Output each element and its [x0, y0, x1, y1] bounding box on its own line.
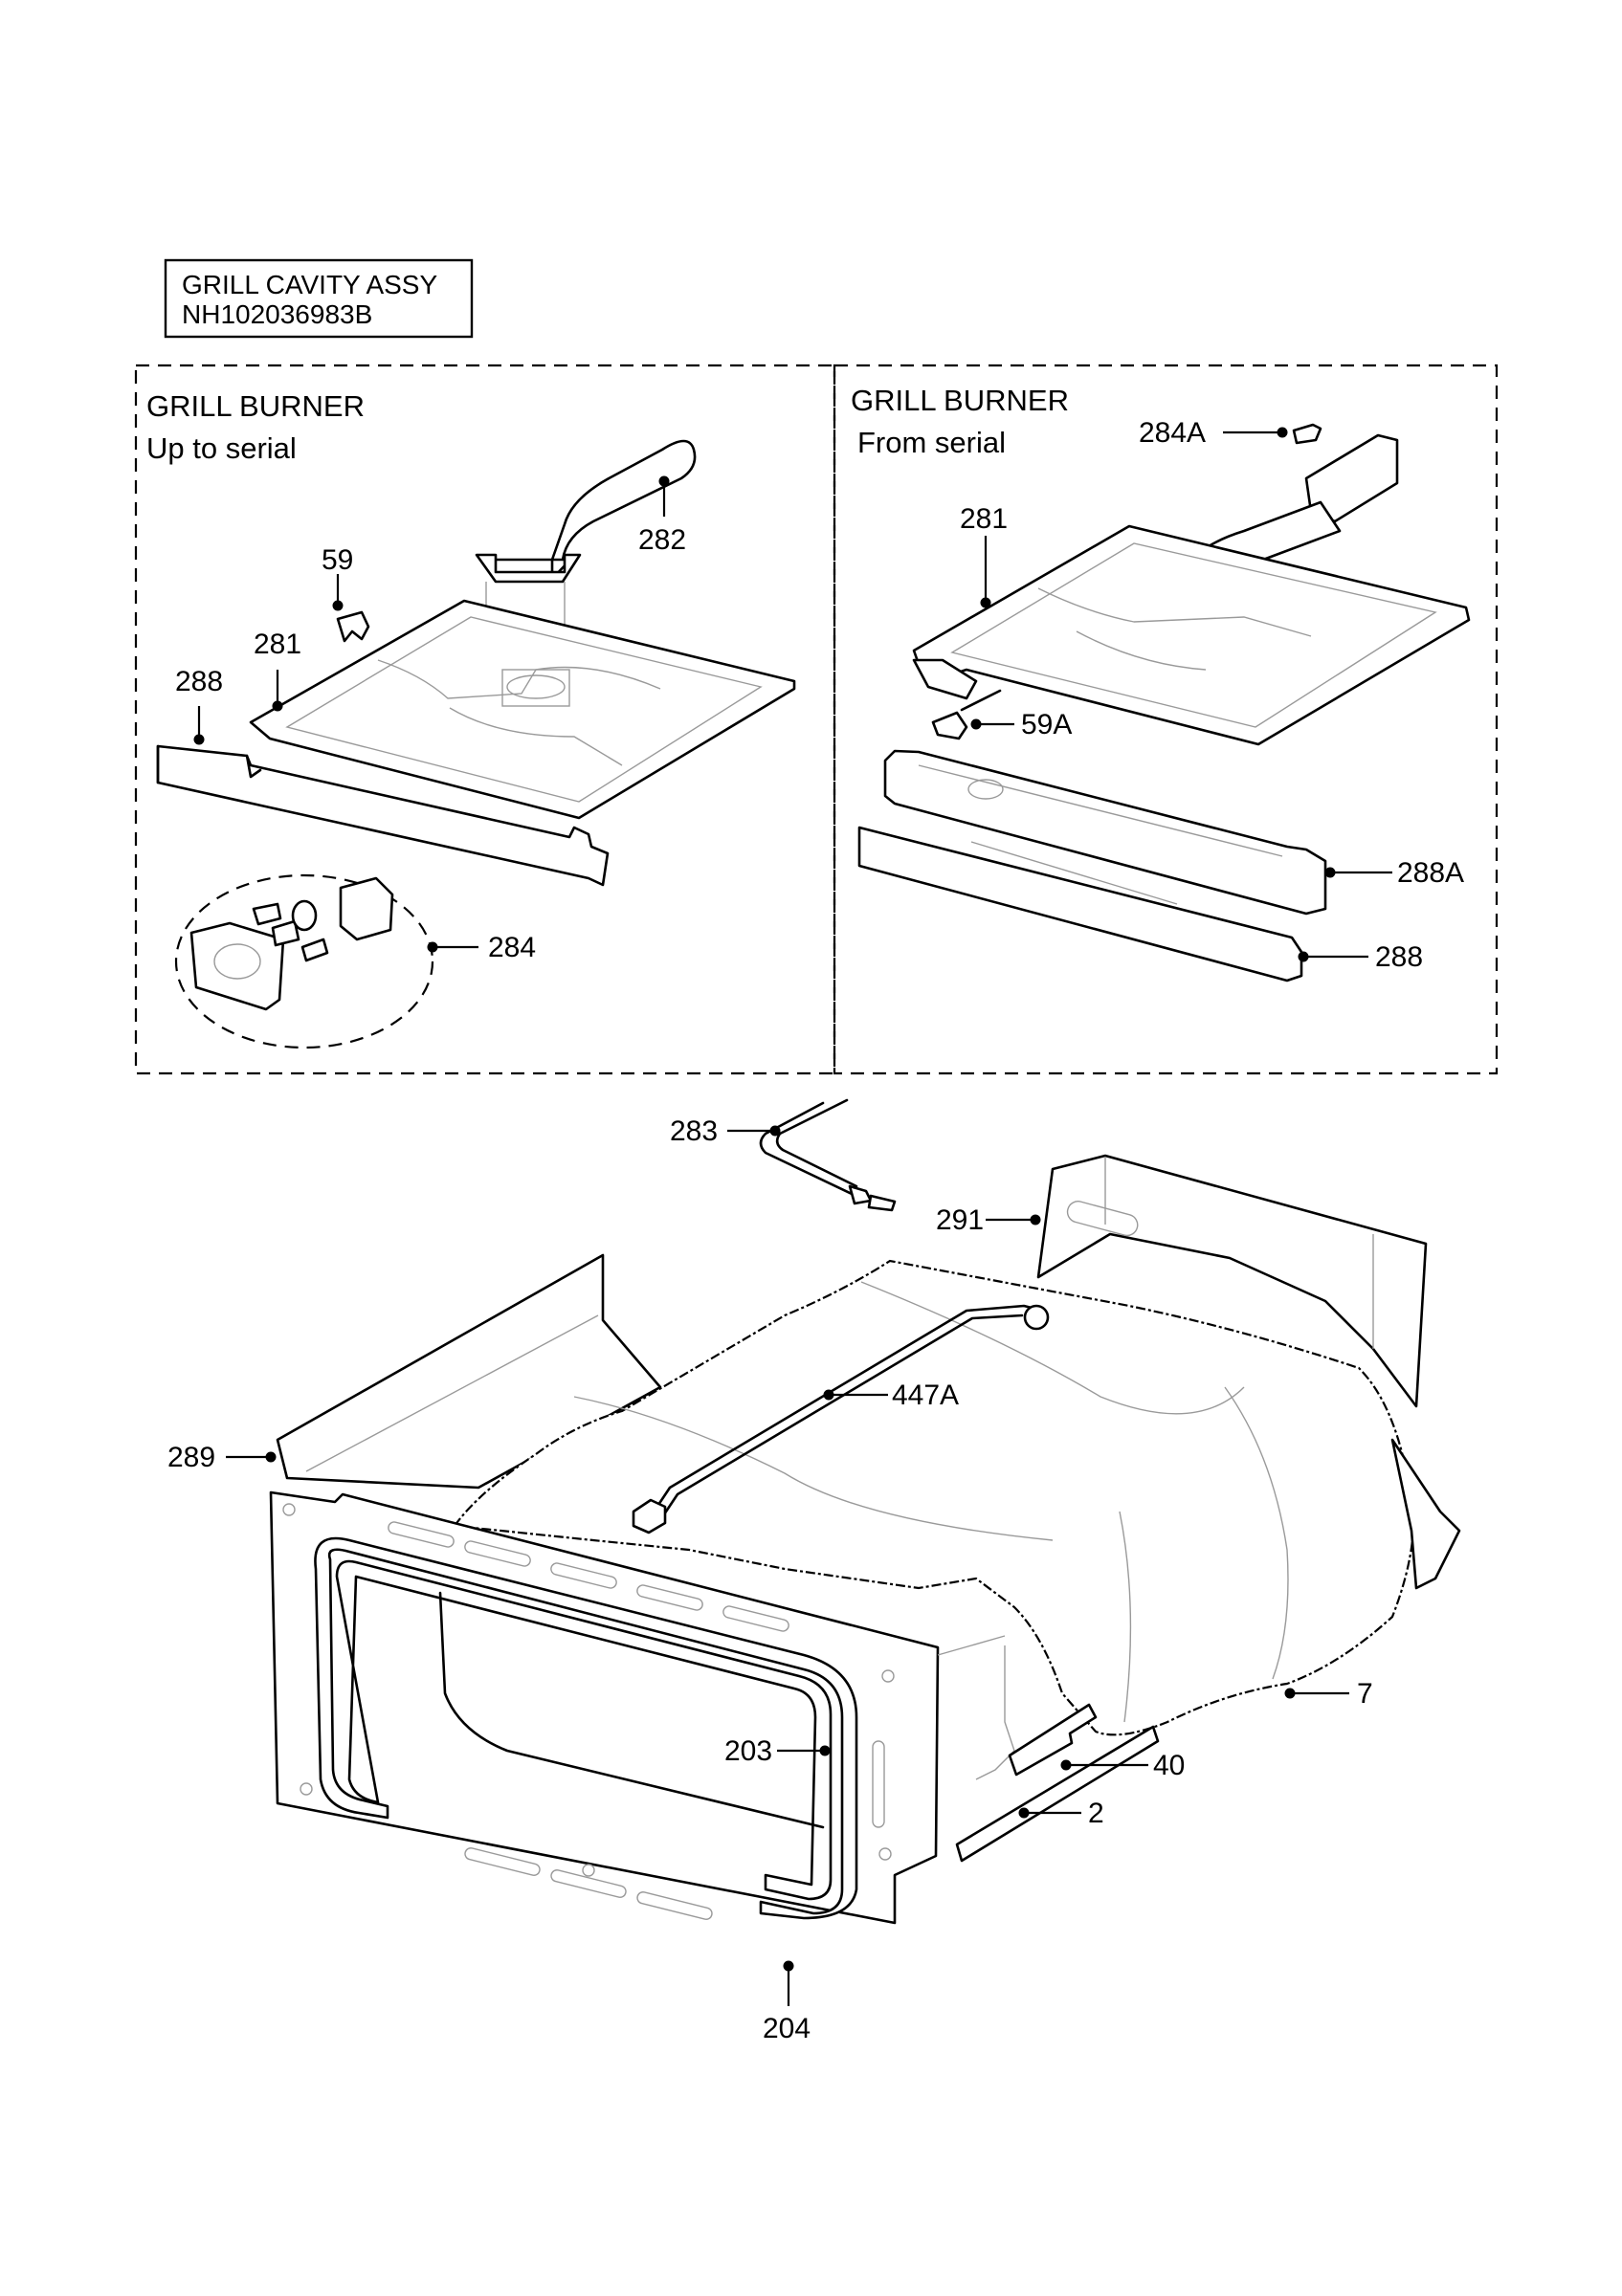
- callout-288-right: 288: [1375, 941, 1423, 973]
- callout-283: 283: [670, 1115, 718, 1147]
- callout-291: 291: [936, 1204, 984, 1236]
- assembly-code: NH102036983B: [182, 299, 372, 329]
- callout-204: 204: [763, 2013, 811, 2044]
- section-left-subtitle: Up to serial: [146, 431, 297, 465]
- burner-tube-282: [486, 439, 697, 581]
- front-plate-288-right: [857, 826, 1303, 982]
- ignition-assembly-284: [174, 873, 434, 1049]
- callout-288-left: 288: [175, 666, 223, 697]
- callout-leaders: [193, 427, 1392, 2006]
- side-panel-289: [276, 1253, 662, 1490]
- clip-59: [336, 610, 370, 643]
- callout-59: 59: [322, 544, 353, 576]
- section-right-title: GRILL BURNER: [851, 384, 1069, 417]
- callout-59A: 59A: [1021, 709, 1072, 740]
- thermocouple-283: [759, 1101, 854, 1196]
- main-cavity-assembly: [269, 1098, 1461, 1925]
- pipe-nut: [632, 1498, 667, 1534]
- callout-281-left: 281: [254, 629, 301, 660]
- burner-plate-281: [249, 599, 796, 820]
- left-burner-parts: [156, 439, 796, 1049]
- callout-2: 2: [1088, 1798, 1104, 1829]
- callout-203: 203: [724, 1735, 772, 1767]
- clip-59A: [931, 711, 968, 740]
- igniter-bracket: [189, 921, 285, 1011]
- door-seal-203: [314, 1536, 858, 1920]
- reflector-288A: [883, 749, 1327, 916]
- section-left-title: GRILL BURNER: [146, 389, 365, 423]
- callout-288A: 288A: [1397, 857, 1464, 889]
- callout-289: 289: [167, 1442, 215, 1473]
- callout-7: 7: [1357, 1678, 1373, 1710]
- callout-282: 282: [638, 524, 686, 556]
- section-frame-right: [833, 364, 1499, 1075]
- right-burner-parts: [857, 423, 1471, 982]
- front-plate-288: [156, 744, 610, 887]
- callout-284A: 284A: [1139, 417, 1206, 449]
- assembly-title-box: GRILL CAVITY ASSY NH102036983B: [164, 258, 474, 339]
- callout-40: 40: [1153, 1750, 1185, 1781]
- burner-tube-flange: [475, 553, 582, 584]
- bracket-40: [1008, 1703, 1098, 1777]
- electrode-284A: [1292, 423, 1322, 445]
- callout-284: 284: [488, 932, 536, 963]
- callout-447A: 447A: [892, 1380, 959, 1411]
- assembly-title: GRILL CAVITY ASSY: [182, 270, 437, 299]
- callout-281-right: 281: [960, 503, 1008, 535]
- callout-labels: 282 59 281 288 284 284A 281 59A 288A 288…: [167, 417, 1464, 2044]
- section-right-subtitle: From serial: [857, 426, 1006, 459]
- vent-slots: [388, 1521, 885, 1920]
- igniter-block: [339, 876, 394, 941]
